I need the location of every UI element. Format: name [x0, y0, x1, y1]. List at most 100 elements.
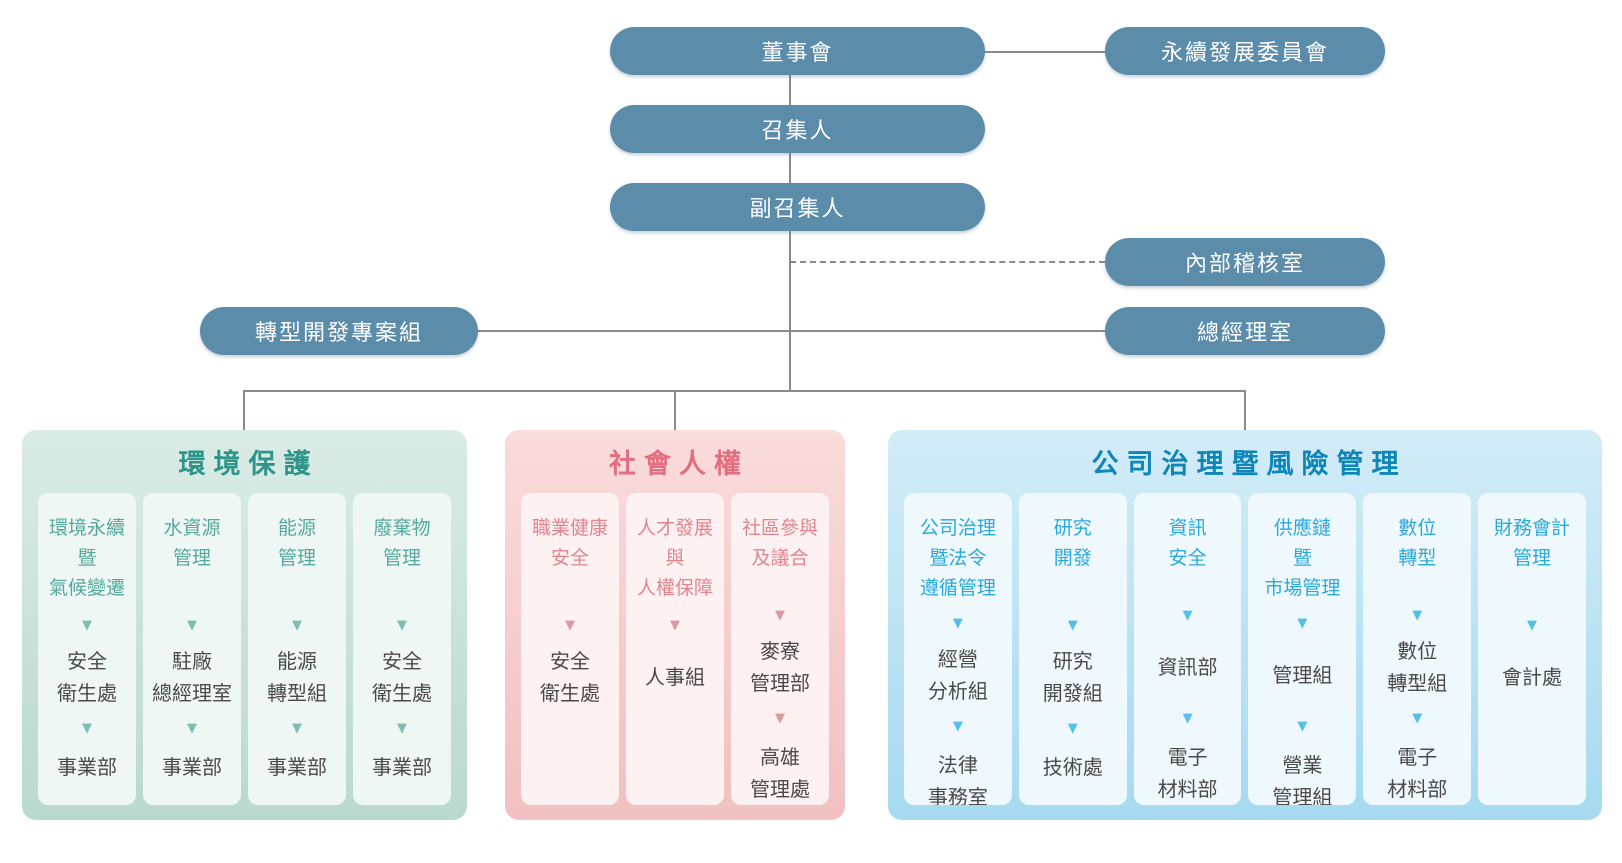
- workstream-topic: 環境永續暨氣候變遷: [48, 517, 125, 599]
- connector-board-committee: [985, 51, 1105, 53]
- connector-board-convener: [789, 75, 791, 105]
- connector-audit-dashed: [790, 261, 1105, 263]
- workstream-topic: 職業健康安全: [531, 517, 608, 569]
- workstream-card: 水資源管理 ▼ 駐廠總經理室 ▼ 事業部: [143, 493, 241, 805]
- connector-convener-deputy: [789, 153, 791, 183]
- responsible-unit: 安全衛生處: [57, 649, 117, 705]
- cards-row: 職業健康安全 ▼安全衛生處 人才發展與人權保障 ▼人事組 社區參與及議合 ▼麥寮…: [521, 493, 829, 805]
- responsible-unit: 營業管理組: [1272, 753, 1333, 805]
- workstream-card: 資訊安全 ▼ 資訊部 ▼ 電子材料部: [1133, 493, 1242, 805]
- down-arrow-icon: ▼: [1412, 607, 1423, 623]
- connector-project-gm: [478, 330, 1105, 332]
- down-arrow-icon: ▼: [1297, 615, 1308, 631]
- workstream-topic: 數位轉型: [1398, 517, 1437, 569]
- down-arrow-icon: ▼: [82, 720, 92, 736]
- workstream-topic: 廢棄物管理: [373, 517, 431, 569]
- responsible-unit: 事業部: [267, 755, 327, 779]
- workstream-topic: 社區參與及議合: [741, 517, 818, 569]
- workstream-card: 廢棄物管理 ▼ 安全衛生處 ▼ 事業部: [353, 493, 451, 805]
- down-arrow-icon: ▼: [1182, 710, 1193, 726]
- connector-drop-environment: [243, 390, 245, 431]
- connector-branch: [243, 390, 1246, 392]
- responsible-unit: 研究開發組: [1042, 649, 1103, 705]
- responsible-unit: 駐廠總經理室: [152, 649, 232, 705]
- down-arrow-icon: ▼: [565, 617, 575, 633]
- workstream-topic: 水資源管理: [163, 517, 221, 569]
- workstream-chain: ▼管理組▼營業管理組: [1248, 603, 1356, 806]
- responsible-unit: 能源轉型組: [267, 649, 327, 705]
- workstream-chain: ▼ 安全衛生處: [521, 605, 619, 805]
- workstream-card: 研究開發 ▼研究開發組▼技術處: [1018, 493, 1127, 805]
- down-arrow-icon: ▼: [1527, 617, 1538, 633]
- connector-spine: [789, 231, 791, 391]
- down-arrow-icon: ▼: [397, 720, 407, 736]
- down-arrow-icon: ▼: [82, 617, 92, 633]
- workstream-chain: ▼ 安全衛生處 ▼ 事業部: [38, 605, 136, 805]
- connector-drop-social: [674, 390, 676, 431]
- down-arrow-icon: ▼: [1182, 607, 1193, 623]
- down-arrow-icon: ▼: [397, 617, 407, 633]
- workstream-card: 社區參與及議合 ▼ 麥寮管理部 ▼ 高雄管理處: [731, 493, 829, 805]
- section-governance: 公司治理暨風險管理 公司治理暨法令遵循管理 ▼經營分析組▼法律事務室 研究開發 …: [888, 430, 1602, 820]
- workstream-chain: ▼ 麥寮管理部 ▼ 高雄管理處: [731, 595, 829, 805]
- down-arrow-icon: ▼: [1412, 710, 1423, 726]
- workstream-topic: 供應鏈暨市場管理: [1264, 517, 1341, 599]
- workstream-chain: ▼ 會計處: [1478, 605, 1586, 805]
- node-transformation-project: 轉型開發專案組: [200, 307, 478, 355]
- workstream-topic: 研究開發: [1053, 517, 1092, 569]
- responsible-unit: 麥寮管理部: [750, 639, 810, 695]
- responsible-unit: 經營分析組: [927, 647, 988, 703]
- down-arrow-icon: ▼: [670, 617, 680, 633]
- workstream-card: 職業健康安全 ▼ 安全衛生處: [521, 493, 619, 805]
- responsible-unit: 安全衛生處: [372, 649, 432, 705]
- workstream-chain: ▼ 駐廠總經理室 ▼ 事業部: [143, 605, 241, 805]
- workstream-topic: 公司治理暨法令遵循管理: [919, 517, 996, 599]
- down-arrow-icon: ▼: [1067, 720, 1078, 736]
- section-title: 社會人權: [609, 449, 749, 480]
- section-social: 社會人權 職業健康安全 ▼安全衛生處 人才發展與人權保障 ▼人事組 社區參與及議…: [505, 430, 845, 820]
- node-sustainability-committee: 永續發展委員會: [1105, 27, 1385, 75]
- down-arrow-icon: ▼: [292, 720, 302, 736]
- section-environment: 環境保護 環境永續暨氣候變遷 ▼安全衛生處▼事業部 水資源管理 ▼駐廠總經理室▼…: [22, 430, 467, 820]
- workstream-topic: 能源管理: [277, 517, 316, 569]
- workstream-card: 能源管理 ▼ 能源轉型組 ▼ 事業部: [248, 493, 346, 805]
- responsible-unit: 事業部: [372, 755, 432, 779]
- workstream-card: 環境永續暨氣候變遷 ▼ 安全衛生處 ▼ 事業部: [38, 493, 136, 805]
- responsible-unit: 電子材料部: [1157, 745, 1218, 801]
- workstream-chain: ▼ 資訊部 ▼ 電子材料部: [1134, 595, 1242, 805]
- cards-row: 公司治理暨法令遵循管理 ▼經營分析組▼法律事務室 研究開發 ▼研究開發組▼技術處…: [904, 493, 1586, 805]
- down-arrow-icon: ▼: [952, 718, 963, 734]
- workstream-chain: ▼ 人事組: [626, 605, 724, 805]
- responsible-unit: 人事組: [645, 665, 705, 689]
- section-title: 公司治理暨風險管理: [1091, 449, 1407, 480]
- responsible-unit: 高雄管理處: [750, 745, 810, 801]
- workstream-chain: ▼經營分析組▼法律事務室: [904, 603, 1012, 806]
- node-internal-audit-office: 內部稽核室: [1105, 238, 1385, 286]
- node-deputy-convener: 副召集人: [610, 183, 985, 231]
- down-arrow-icon: ▼: [187, 617, 197, 633]
- workstream-chain: ▼ 能源轉型組 ▼ 事業部: [248, 605, 346, 805]
- connector-drop-governance: [1244, 390, 1246, 431]
- workstream-card: 人才發展與人權保障 ▼人事組: [626, 493, 724, 805]
- responsible-unit: 資訊部: [1157, 655, 1218, 679]
- down-arrow-icon: ▼: [775, 607, 785, 623]
- responsible-unit: 安全衛生處: [540, 649, 600, 705]
- workstream-card: 數位轉型 ▼ 數位轉型組 ▼ 電子材料部: [1363, 493, 1472, 805]
- responsible-unit: 數位轉型組: [1387, 639, 1448, 695]
- workstream-chain: ▼研究開發組▼技術處: [1019, 605, 1127, 805]
- workstream-card: 供應鏈暨市場管理 ▼管理組▼營業管理組: [1248, 493, 1357, 806]
- responsible-unit: 管理組: [1272, 663, 1333, 687]
- node-board-of-directors: 董事會: [610, 27, 985, 75]
- workstream-topic: 財務會計管理: [1494, 517, 1571, 569]
- workstream-topic: 資訊安全: [1168, 517, 1207, 569]
- responsible-unit: 電子材料部: [1387, 745, 1448, 801]
- down-arrow-icon: ▼: [292, 617, 302, 633]
- responsible-unit: 事業部: [57, 755, 117, 779]
- down-arrow-icon: ▼: [187, 720, 197, 736]
- responsible-unit: 法律事務室: [927, 753, 988, 805]
- down-arrow-icon: ▼: [775, 710, 785, 726]
- workstream-chain: ▼ 安全衛生處 ▼ 事業部: [353, 605, 451, 805]
- responsible-unit: 事業部: [162, 755, 222, 779]
- responsible-unit: 會計處: [1502, 665, 1563, 689]
